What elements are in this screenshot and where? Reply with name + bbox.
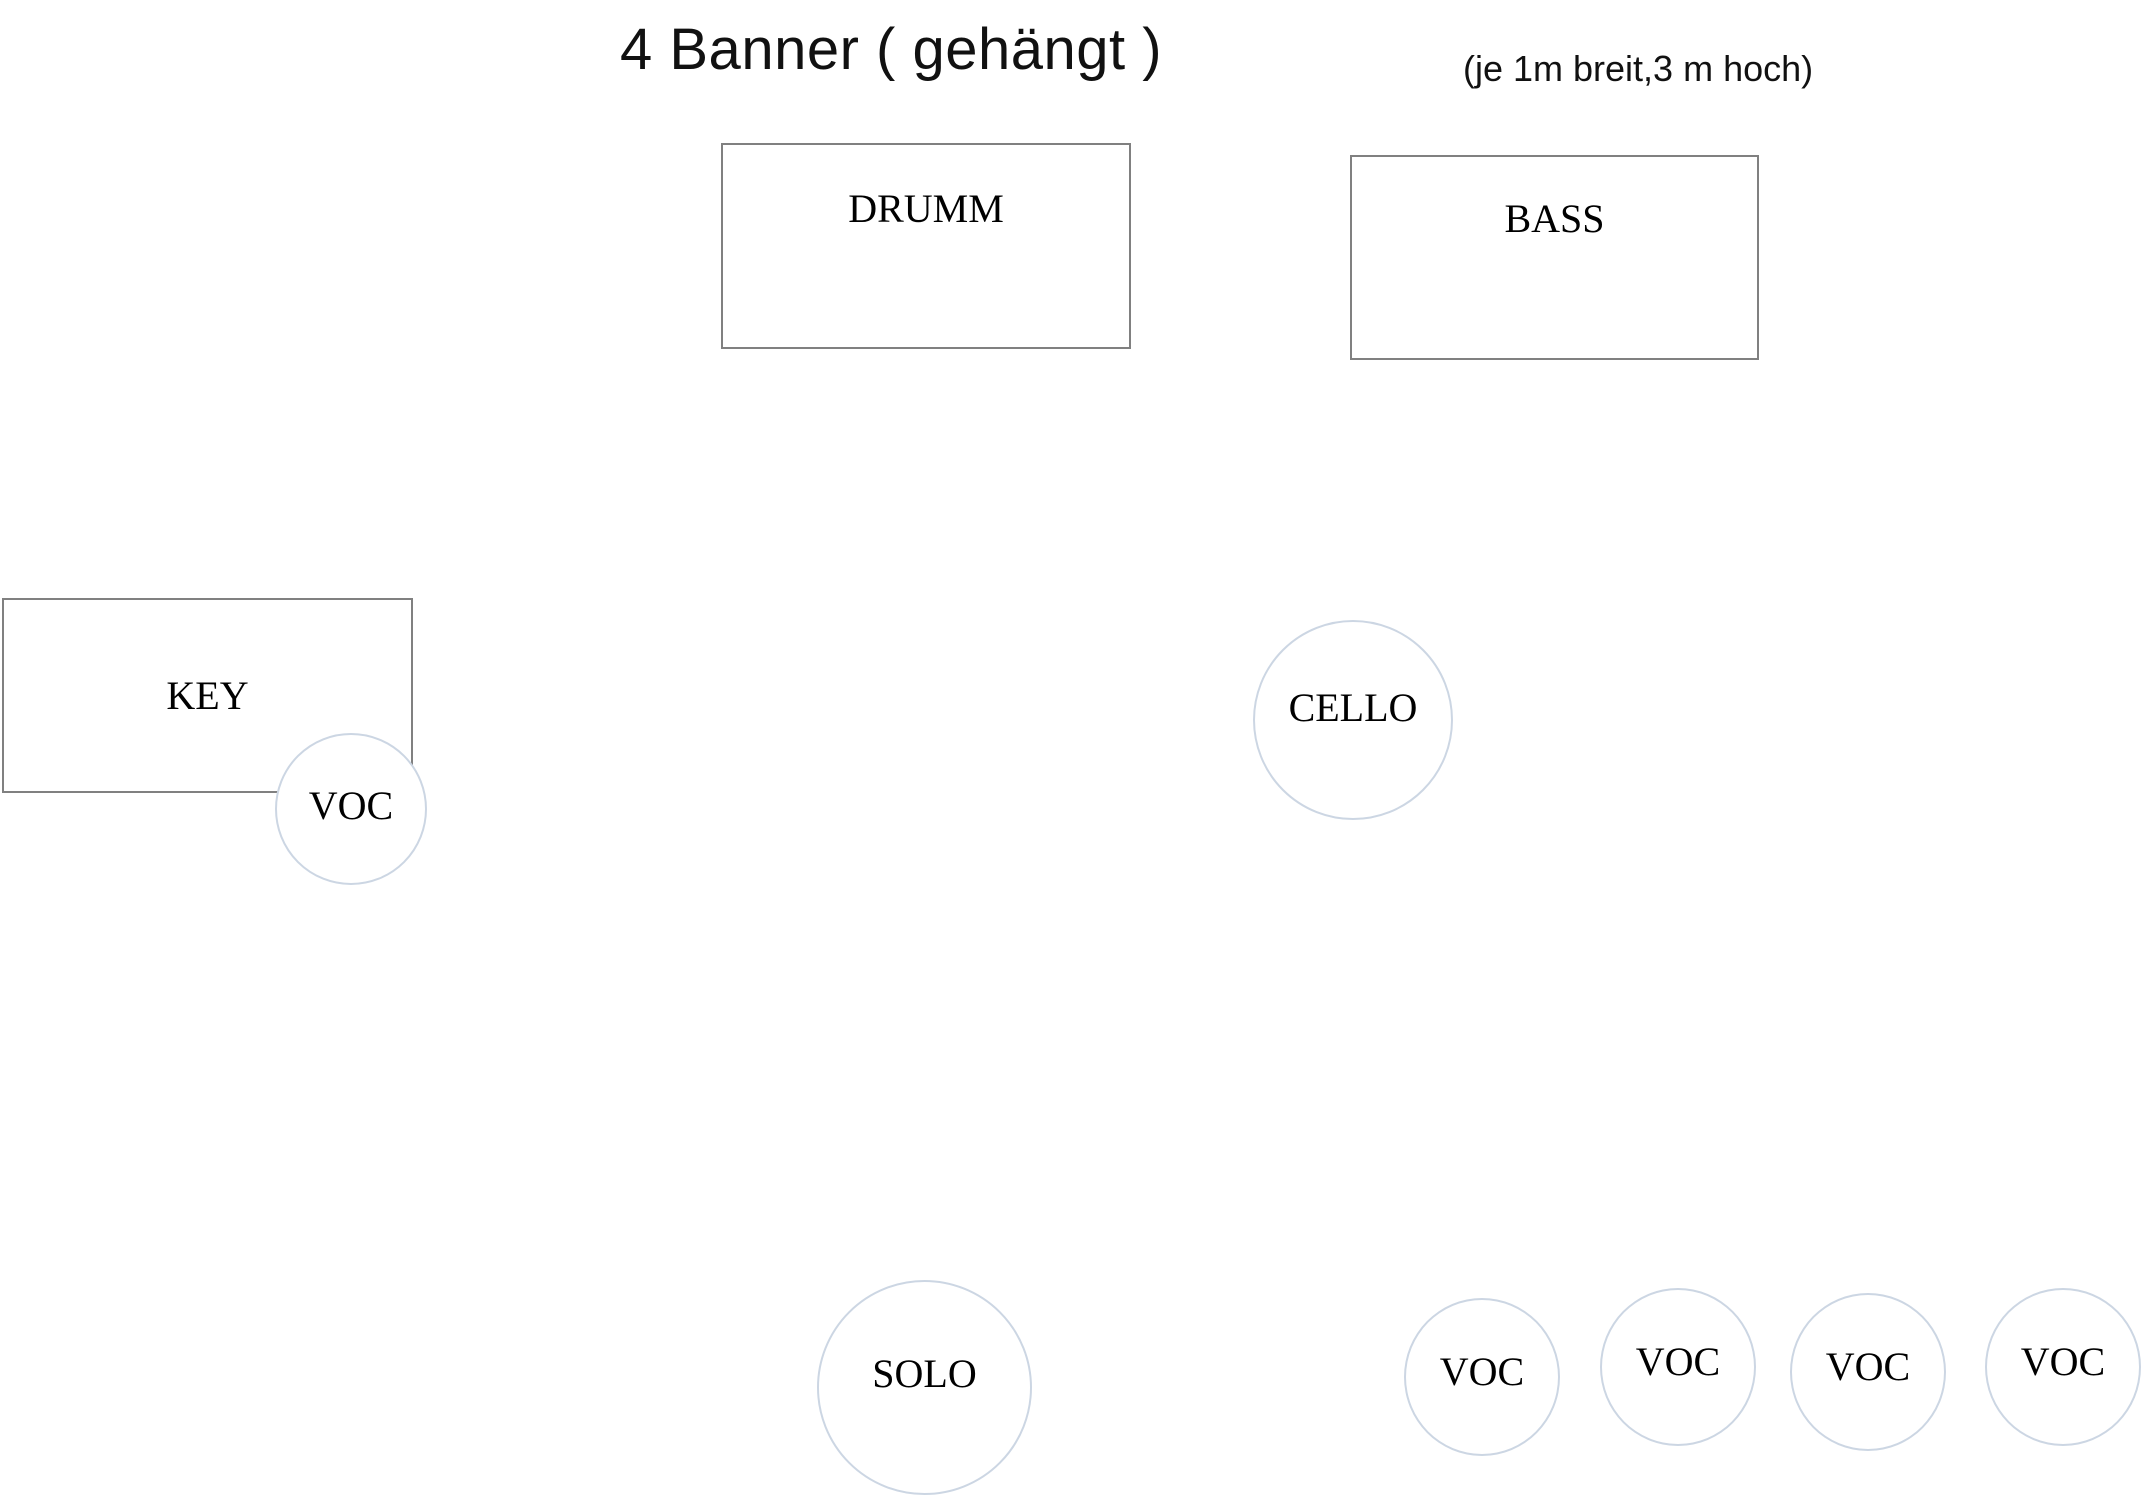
performer-circle-voc-3[interactable]: VOC <box>1790 1293 1946 1451</box>
performer-label-voc-key: VOC <box>308 783 394 828</box>
page-subtitle: (je 1m breit,3 m hoch) <box>1463 48 1814 89</box>
performer-label-voc-1: VOC <box>1439 1349 1525 1394</box>
performer-label-voc-4: VOC <box>2020 1339 2106 1384</box>
performer-label-voc-2: VOC <box>1635 1339 1721 1384</box>
banner-label-bass: BASS <box>1504 196 1605 241</box>
performer-circle-cello[interactable]: CELLO <box>1253 620 1453 820</box>
performer-circle-voc-key[interactable]: VOC <box>275 733 427 885</box>
performer-circle-voc-4[interactable]: VOC <box>1985 1288 2141 1446</box>
performer-circle-voc-2[interactable]: VOC <box>1600 1288 1756 1446</box>
performer-label-voc-3: VOC <box>1825 1344 1911 1389</box>
banner-box-drumm[interactable]: DRUMM <box>721 143 1131 349</box>
performer-label-solo: SOLO <box>872 1351 977 1396</box>
banner-label-key: KEY <box>166 673 249 718</box>
performer-label-cello: CELLO <box>1288 685 1418 730</box>
page-title: 4 Banner ( gehängt ) <box>620 17 1163 82</box>
banner-box-key[interactable]: KEY <box>2 598 413 793</box>
banner-label-drumm: DRUMM <box>848 186 1004 231</box>
performer-circle-voc-1[interactable]: VOC <box>1404 1298 1560 1456</box>
banner-box-bass[interactable]: BASS <box>1350 155 1759 360</box>
performer-circle-solo[interactable]: SOLO <box>817 1280 1032 1495</box>
